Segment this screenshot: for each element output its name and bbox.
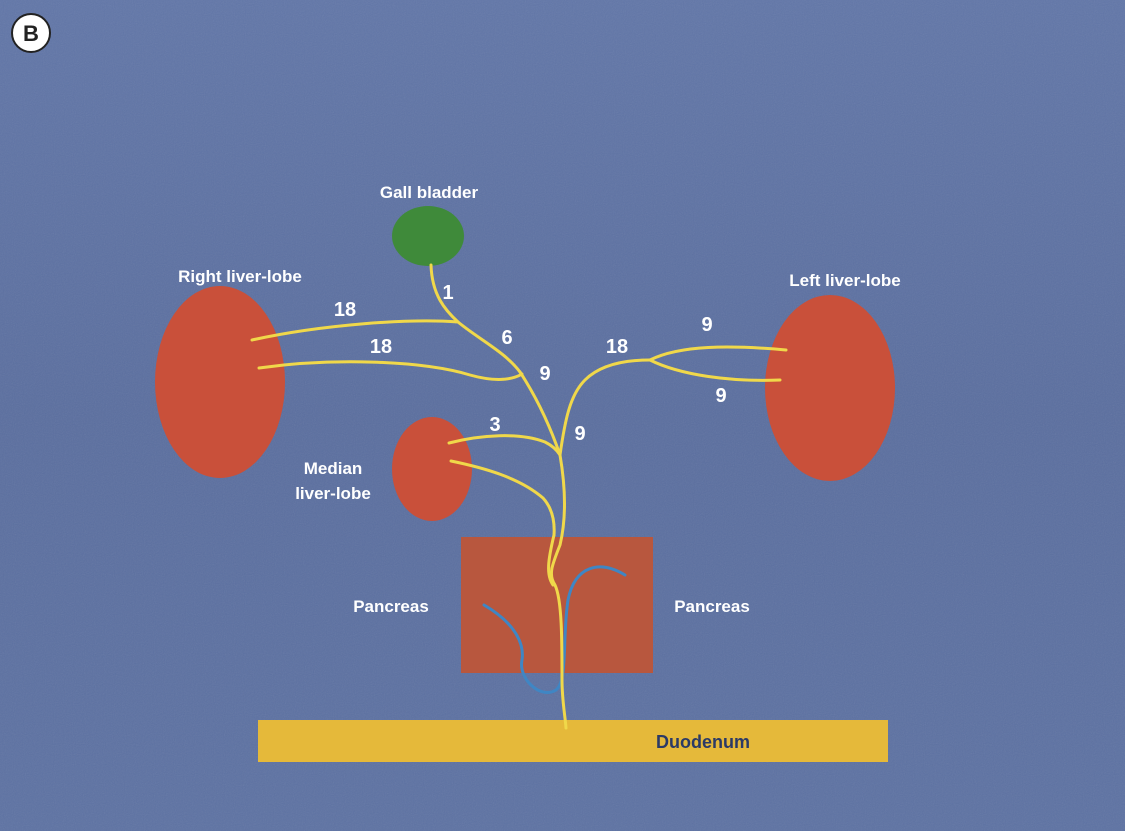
duct-number-left-upper: 9: [701, 314, 712, 336]
left-liver-lobe-label: Left liver-lobe: [789, 271, 900, 290]
pancreas-right-label: Pancreas: [674, 597, 750, 616]
median-liver-lobe-label-line2: liver-lobe: [295, 484, 371, 503]
median-liver-lobe-label-line1: Median: [304, 459, 363, 478]
pancreas: [461, 537, 653, 673]
duct-number-right-lower: 18: [370, 336, 392, 358]
duct-number-median-upper: 3: [489, 414, 500, 436]
panel-label: B: [23, 21, 39, 46]
left-liver-lobe: [765, 295, 895, 481]
median-liver-lobe: [392, 417, 472, 521]
gall-bladder: [392, 206, 464, 266]
right-liver-lobe-label: Right liver-lobe: [178, 267, 302, 286]
duodenum: [258, 720, 888, 762]
duct-number-junction-b: 9: [539, 363, 550, 385]
duct-number-left-lower: 9: [715, 385, 726, 407]
duct-number-right-upper: 18: [334, 299, 356, 321]
duct-number-gall-bladder: 1: [442, 282, 453, 304]
duodenum-label: Duodenum: [656, 732, 750, 752]
panel-label-badge: B: [12, 14, 50, 52]
duct-number-junction-a: 6: [501, 327, 512, 349]
duct-number-common: 9: [574, 423, 585, 445]
pancreas-left-label: Pancreas: [353, 597, 429, 616]
duct-number-left-main: 18: [606, 336, 628, 358]
gall-bladder-label: Gall bladder: [380, 183, 479, 202]
right-liver-lobe: [155, 286, 285, 478]
